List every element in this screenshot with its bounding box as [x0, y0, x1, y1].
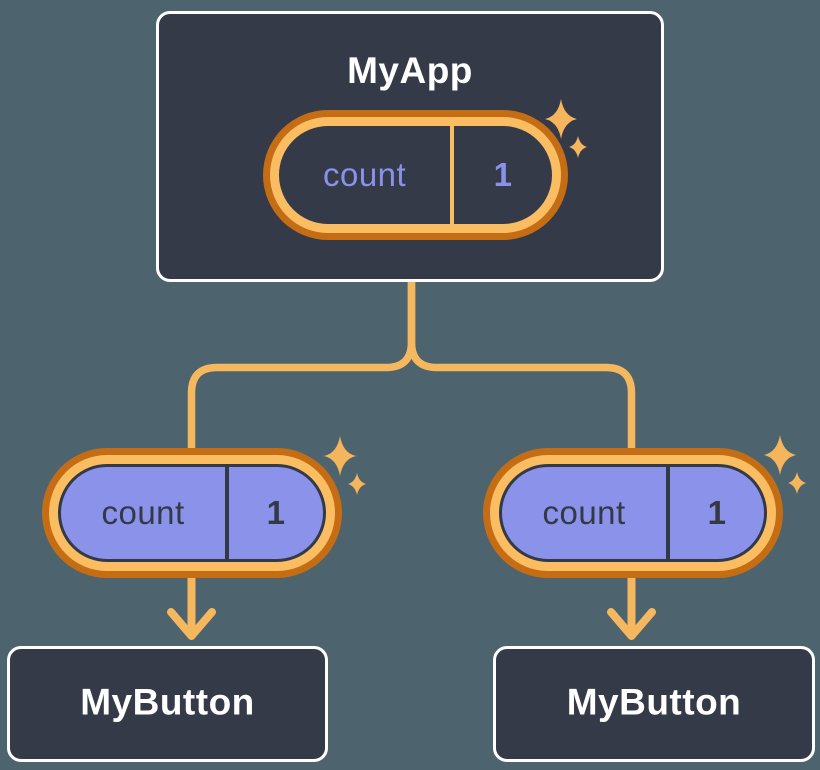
pill-divider — [450, 126, 455, 224]
child-right-state-pill: count 1 — [483, 448, 783, 578]
child-component-title: MyButton — [566, 681, 742, 723]
state-value: 1 — [707, 494, 727, 531]
connector-branch-right — [407, 282, 636, 452]
arrow-right-head — [607, 608, 656, 640]
state-label: count — [101, 494, 185, 531]
sparkle-icon — [545, 99, 587, 158]
pill-divider — [225, 467, 230, 559]
sparkle-icon — [764, 435, 806, 494]
sparkle-icon — [324, 436, 366, 495]
state-value: 1 — [493, 156, 513, 193]
child-component-card: MyButton — [493, 646, 815, 762]
child-component-title: MyButton — [80, 681, 255, 723]
state-label: count — [542, 494, 626, 531]
root-state-pill: count 1 — [263, 110, 568, 240]
state-label: count — [322, 156, 407, 193]
arrow-left-head — [167, 608, 216, 640]
child-component-card: MyButton — [7, 646, 328, 762]
root-component-title: MyApp — [347, 50, 473, 91]
child-left-state-pill: count 1 — [42, 448, 342, 578]
state-value: 1 — [266, 494, 286, 531]
pill-divider — [666, 467, 671, 559]
